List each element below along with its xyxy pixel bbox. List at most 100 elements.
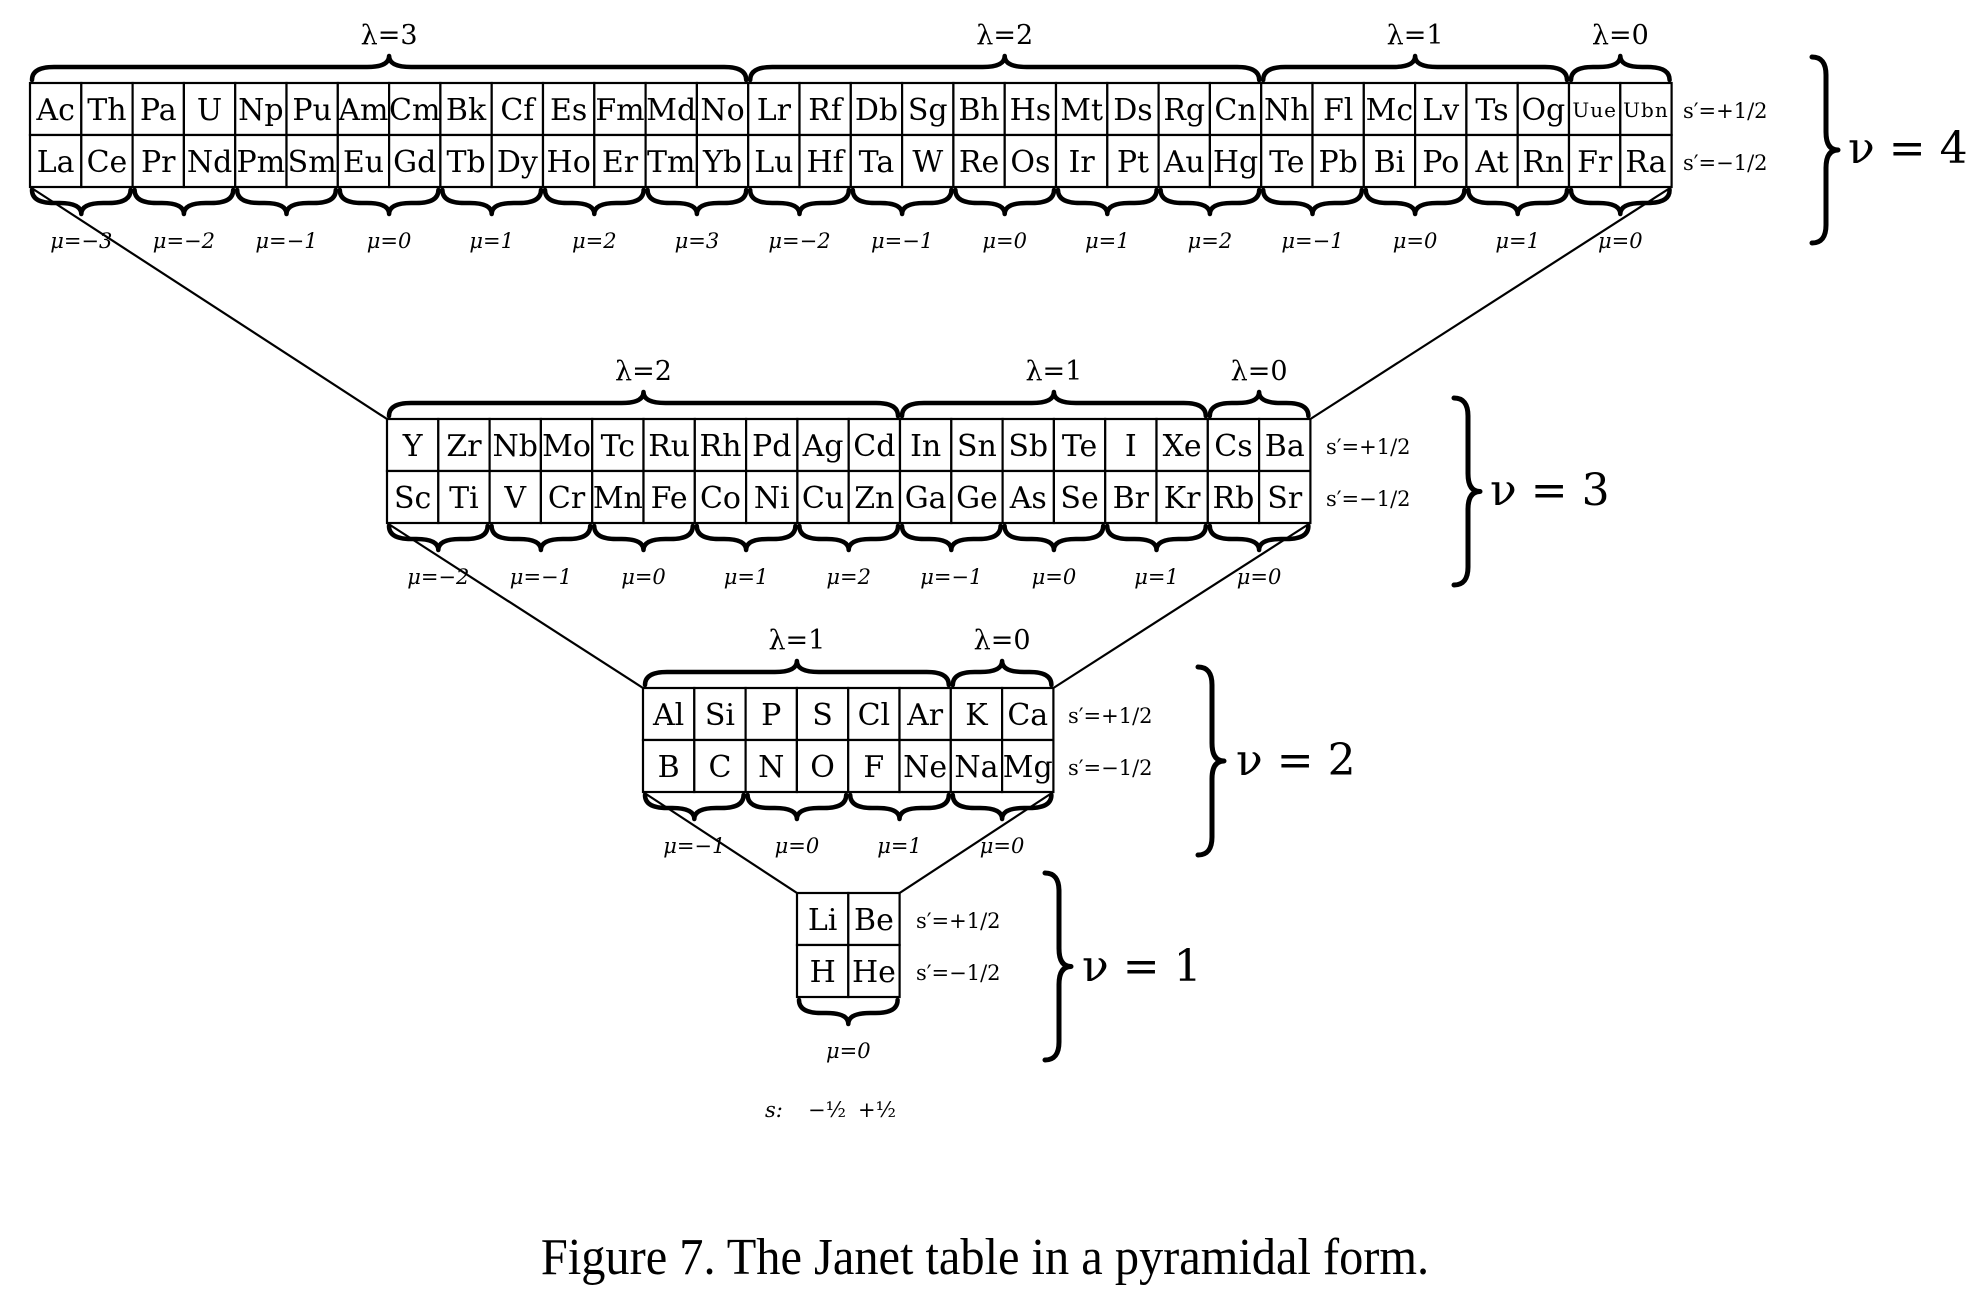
mu-brace xyxy=(1260,187,1365,217)
element-symbol: Th xyxy=(87,93,126,128)
element-symbol: Ir xyxy=(1069,145,1096,180)
element-symbol: Ra xyxy=(1625,145,1666,180)
element-cell: Cf xyxy=(490,81,545,137)
element-symbol: Sc xyxy=(394,481,431,516)
element-symbol: Cu xyxy=(802,481,844,516)
element-cell: Cl xyxy=(847,686,901,742)
element-symbol: Er xyxy=(602,145,639,180)
connector-line-right xyxy=(1309,186,1673,420)
element-symbol: Sr xyxy=(1267,481,1303,516)
spin-label-minus: s′=−1/2 xyxy=(916,961,1001,985)
element-cell: Gd xyxy=(388,133,442,189)
element-cell-border xyxy=(1516,81,1571,137)
spin-footer-minus-half: −½ xyxy=(808,1098,846,1122)
element-cell-border xyxy=(1516,133,1571,189)
mu-label: μ=0 xyxy=(1237,565,1282,589)
nu-brace xyxy=(1451,395,1483,588)
mu-label: μ=1 xyxy=(1134,565,1179,589)
element-cell: Rf xyxy=(798,81,852,137)
mu-label: μ=0 xyxy=(1598,229,1643,253)
mu-brace xyxy=(797,523,901,553)
element-cell: Nh xyxy=(1260,81,1314,137)
element-cell: Mc xyxy=(1362,81,1417,137)
mu-brace xyxy=(642,792,746,822)
element-cell: Hg xyxy=(1208,133,1263,189)
mu-brace xyxy=(796,997,900,1027)
lambda-label: λ=1 xyxy=(1387,20,1444,51)
element-cell: Sg xyxy=(900,81,955,137)
element-cell: Cr xyxy=(539,469,594,525)
spin-label-plus: s′=+1/2 xyxy=(916,909,1001,933)
element-symbol: Ts xyxy=(1475,93,1508,128)
lambda-brace xyxy=(386,389,901,419)
element-cell: Zr xyxy=(437,417,491,473)
spin-label-minus: s′=−1/2 xyxy=(1683,151,1768,175)
mu-label: μ=1 xyxy=(1495,229,1540,253)
element-symbol: Cf xyxy=(500,93,536,128)
element-cell: Te xyxy=(1260,133,1314,189)
element-cell-border xyxy=(900,133,955,189)
element-symbol: Fe xyxy=(651,481,688,516)
element-cell: He xyxy=(847,943,901,999)
element-cell: S xyxy=(795,686,850,742)
element-cell: Mt xyxy=(1054,81,1109,137)
element-cell: Se xyxy=(1052,469,1107,525)
element-cell-border xyxy=(28,133,83,189)
element-cell-border xyxy=(898,469,953,525)
element-symbol: Cd xyxy=(853,429,895,464)
mu-brace xyxy=(694,523,798,553)
element-cell: W xyxy=(900,133,955,189)
element-symbol: Ag xyxy=(802,429,844,464)
element-cell-border xyxy=(490,81,545,137)
element-cell: Ta xyxy=(849,133,904,189)
element-cell-border xyxy=(182,133,237,189)
element-cell-border xyxy=(949,686,1004,742)
element-cell-border xyxy=(1208,81,1263,137)
spin-label-minus: s′=−1/2 xyxy=(1068,756,1153,780)
element-cell: Np xyxy=(234,81,288,137)
element-cell-border xyxy=(1362,81,1417,137)
mu-label: μ=0 xyxy=(1032,565,1077,589)
element-cell: Pt xyxy=(1106,133,1160,189)
element-symbol: Pd xyxy=(752,429,791,464)
element-symbol: La xyxy=(37,145,75,180)
lambda-brace xyxy=(950,658,1054,688)
mu-brace xyxy=(542,187,646,217)
element-symbol: Ar xyxy=(906,698,944,733)
element-symbol: Tb xyxy=(446,145,485,180)
element-symbol: Ce xyxy=(87,145,128,180)
element-symbol: I xyxy=(1125,429,1137,464)
element-cell-border xyxy=(1619,133,1673,189)
element-cell-border xyxy=(285,81,339,137)
element-symbol: Rh xyxy=(699,429,741,464)
element-symbol: Au xyxy=(1163,145,1205,180)
lambda-label: λ=1 xyxy=(768,625,825,656)
mu-brace xyxy=(591,523,696,553)
element-cell: Cn xyxy=(1208,81,1263,137)
element-cell: Mn xyxy=(591,469,645,525)
element-cell: K xyxy=(949,686,1004,742)
element-cell: Sc xyxy=(385,469,440,525)
element-cell: Sr xyxy=(1257,469,1312,525)
element-cell: Hf xyxy=(798,133,852,189)
element-cell-border xyxy=(1000,738,1055,794)
element-symbol: Fm xyxy=(595,93,644,128)
lambda-label: λ=2 xyxy=(615,356,672,387)
mu-brace xyxy=(899,523,1003,553)
element-cell: As xyxy=(1001,469,1055,525)
element-symbol: P xyxy=(761,698,781,733)
element-cell: Ag xyxy=(796,417,850,473)
element-symbol: Kr xyxy=(1164,481,1201,516)
element-cell: Ga xyxy=(898,469,953,525)
element-cell: Os xyxy=(1003,133,1058,189)
mu-brace xyxy=(1104,523,1209,553)
element-cell: B xyxy=(641,738,696,794)
mu-label: μ=0 xyxy=(1393,229,1438,253)
nu-brace xyxy=(1809,54,1841,246)
mu-label: μ=1 xyxy=(469,229,514,253)
mu-label: μ=0 xyxy=(982,229,1027,253)
